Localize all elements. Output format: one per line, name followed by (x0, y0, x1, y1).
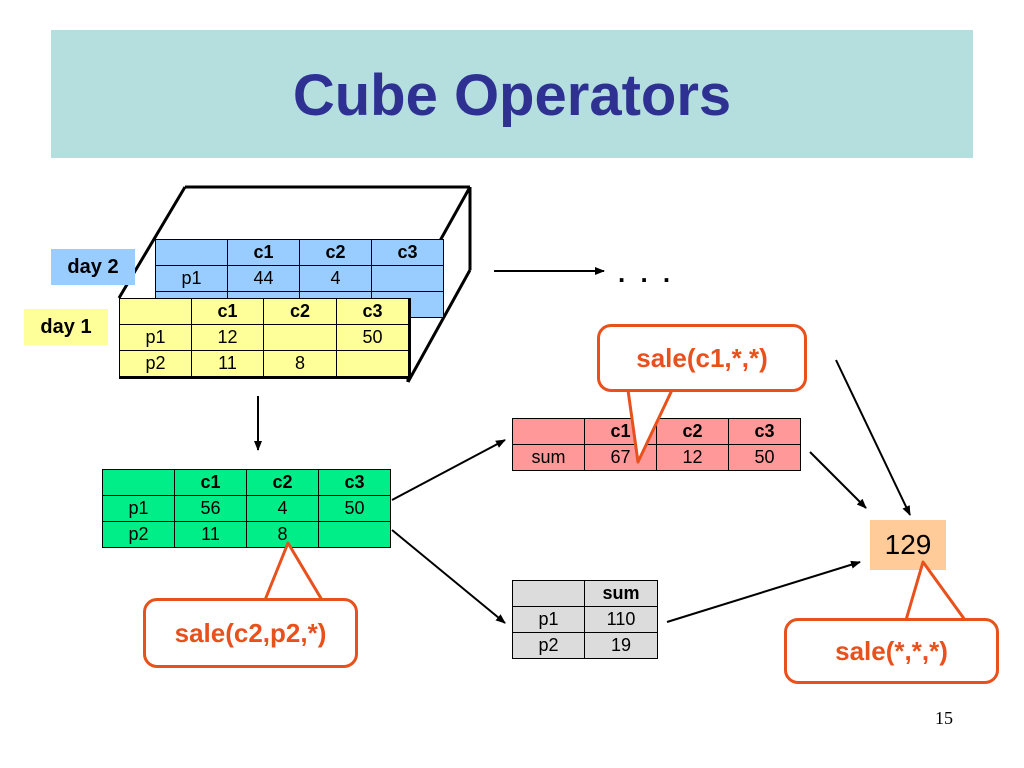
table-header-row: sum (512, 580, 658, 607)
table-cell: p2 (119, 350, 192, 378)
table-cell: p2 (512, 632, 585, 659)
table-cell: 50 (336, 324, 410, 351)
table-row: p2 11 8 (119, 350, 410, 378)
arrow-callout-to-total (835, 359, 911, 516)
table-cell: 4 (299, 265, 372, 292)
pointer-c2p2 (263, 541, 324, 601)
table-row: p2 19 (512, 632, 658, 659)
table-cell: 12 (656, 444, 729, 471)
callout-sale-c2p2: sale(c2,p2,*) (143, 598, 358, 668)
category-sum-table: c1 c2 c3 sum 67 12 50 (512, 418, 801, 471)
table-cell: 19 (584, 632, 658, 659)
table-cell: 50 (318, 495, 391, 522)
day1-table: c1 c2 c3 p1 12 50 p2 11 8 (119, 298, 411, 379)
arrow-to-product-sum (391, 529, 506, 624)
table-header-row: c1 c2 c3 (119, 298, 410, 325)
product-sum-table: sum p1 110 p2 19 (512, 580, 658, 659)
table-cell: p1 (512, 606, 585, 633)
table-cell (263, 324, 337, 351)
header-cell: c1 (227, 239, 300, 266)
day1-label: day 1 (24, 309, 108, 345)
table-cell: 56 (174, 495, 247, 522)
table-cell: p2 (102, 521, 175, 548)
table-cell: 11 (174, 521, 247, 548)
table-row: p2 11 8 (102, 521, 391, 548)
table-cell (318, 521, 391, 548)
arrow-category-to-total (809, 451, 867, 509)
header-cell: c2 (263, 298, 337, 325)
table-row: sum 67 12 50 (512, 444, 801, 471)
combined-table: c1 c2 c3 p1 56 4 50 p2 11 8 (102, 469, 391, 548)
table-cell: 8 (263, 350, 337, 378)
day2-label: day 2 (51, 249, 135, 285)
title-band: Cube Operators (51, 30, 973, 158)
table-row: p1 44 4 (155, 265, 444, 292)
pointer-c1 (626, 389, 674, 464)
table-cell: 110 (584, 606, 658, 633)
table-cell: 50 (728, 444, 801, 471)
table-row: p1 12 50 (119, 324, 410, 351)
arrow-to-category-sum (391, 439, 506, 501)
ellipsis: . . . (618, 258, 675, 288)
table-cell (336, 350, 410, 378)
table-cell: p1 (119, 324, 192, 351)
table-cell: 44 (227, 265, 300, 292)
header-cell: sum (584, 580, 658, 607)
header-cell (512, 580, 585, 607)
callout-sale-c1: sale(c1,*,*) (597, 324, 807, 392)
header-cell: c3 (318, 469, 391, 496)
page-number: 15 (935, 708, 953, 728)
arrow-product-to-total (666, 560, 861, 623)
slide-title: Cube Operators (292, 63, 732, 128)
table-cell: 8 (246, 521, 319, 548)
table-row: p1 110 (512, 606, 658, 633)
callout-sale-all: sale(*,*,*) (784, 618, 999, 684)
pointer-all (904, 560, 967, 621)
header-cell: c2 (299, 239, 372, 266)
grand-total: 129 (870, 520, 946, 570)
